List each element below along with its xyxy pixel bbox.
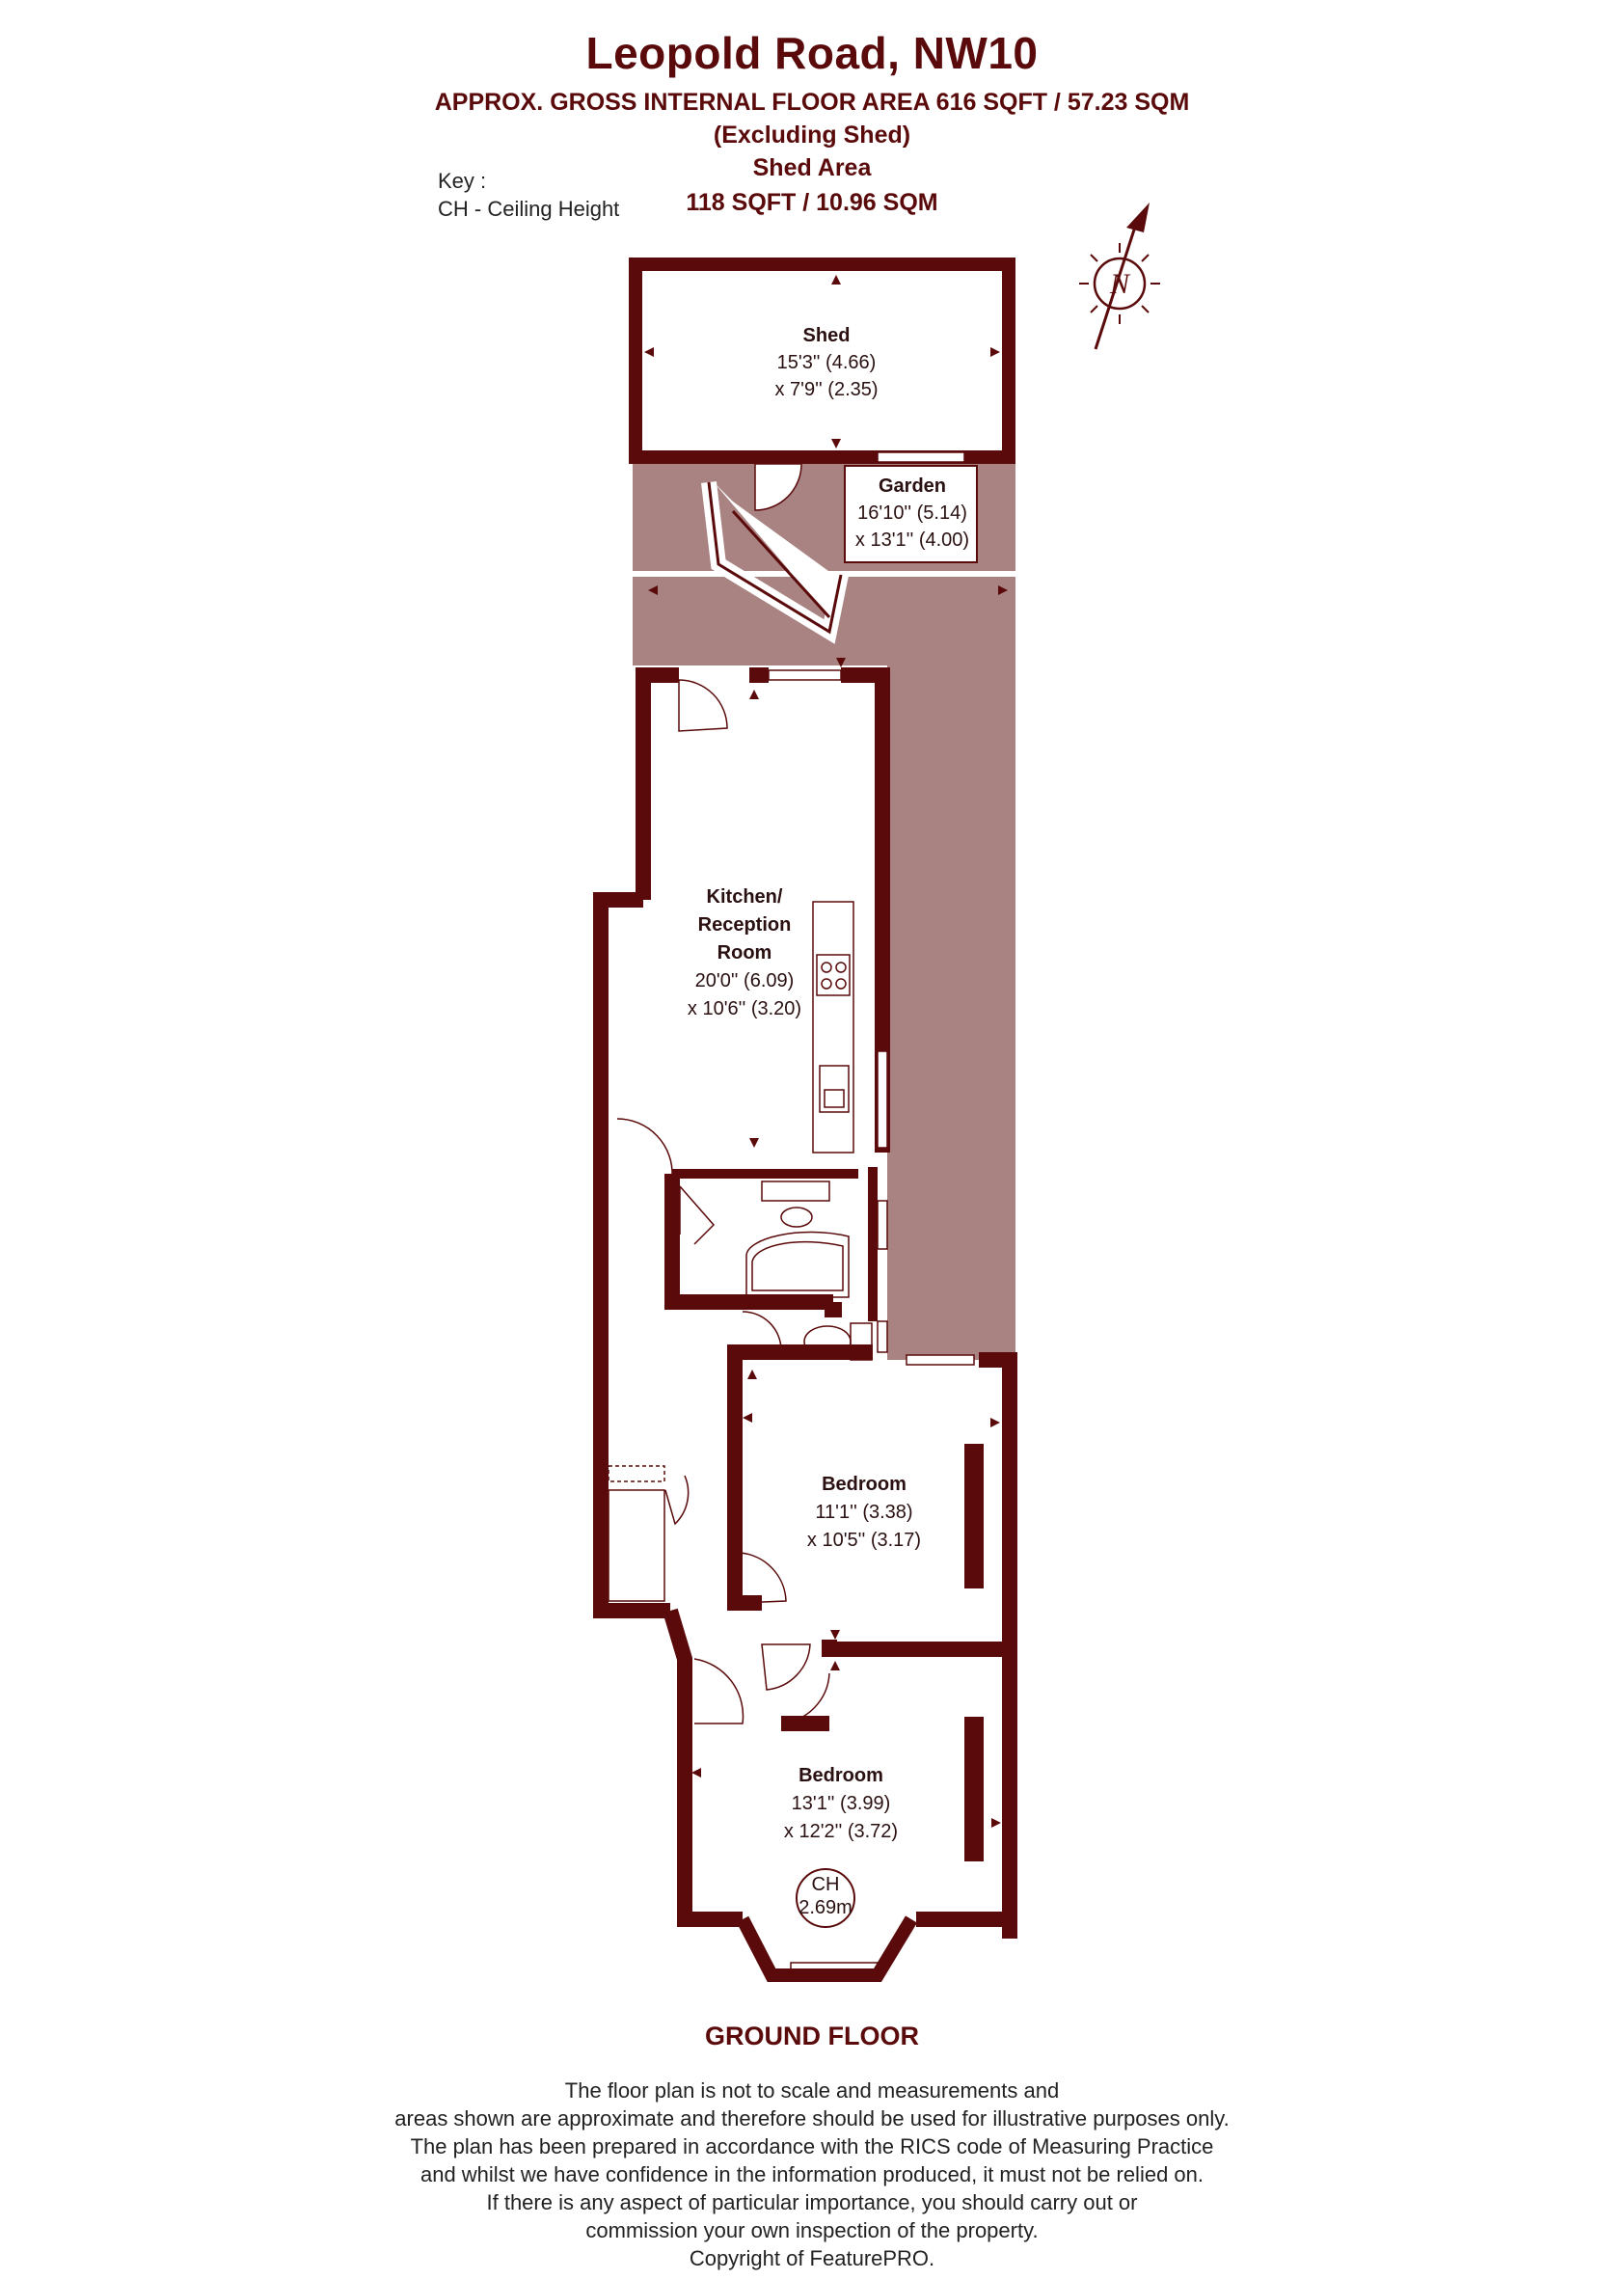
garden-path	[701, 481, 849, 644]
ceiling-value: 2.69m	[798, 1897, 853, 1918]
bedroom1-dim2: x 10'5'' (3.17)	[807, 1530, 921, 1551]
key-ceiling-height: CH - Ceiling Height	[438, 197, 620, 221]
compass-icon: N	[1079, 203, 1160, 350]
doors	[616, 679, 830, 1724]
floor-name: GROUND FLOOR	[705, 2022, 919, 2050]
chimney-breasts	[756, 667, 984, 1861]
garden-name: Garden	[879, 475, 946, 497]
shed-dim1: 15'3'' (4.66)	[777, 352, 877, 373]
shed-area-heading: Shed Area	[752, 154, 872, 181]
ceiling-label: CH	[812, 1874, 840, 1895]
kitchen-dim2: x 10'6'' (3.20)	[688, 998, 801, 1019]
garden-label-box	[844, 465, 978, 563]
disclaimer-line: and whilst we have confidence in the inf…	[420, 2162, 1204, 2186]
bay-window	[736, 1915, 917, 1982]
room-labels: Shed 15'3'' (4.66) x 7'9'' (2.35) Garden…	[688, 325, 969, 1842]
kitchen-units	[812, 901, 854, 1154]
ceiling-height-marker: CH 2.69m	[796, 1868, 855, 1928]
key-heading: Key :	[438, 169, 487, 193]
garden-dim1: 16'10'' (5.14)	[857, 502, 967, 524]
shed-walls	[629, 258, 1015, 511]
garden-dim2: x 13'1'' (4.00)	[855, 529, 969, 551]
kitchen-name-1: Kitchen/	[707, 886, 783, 908]
bedroom1-dim1: 11'1'' (3.38)	[815, 1502, 912, 1523]
plan-title: Leopold Road, NW10	[585, 28, 1039, 78]
bathroom-fixtures	[745, 1181, 873, 1361]
kitchen-dim1: 20'0'' (6.09)	[695, 970, 795, 991]
excluding-shed-note: (Excluding Shed)	[713, 122, 911, 149]
kitchen-name-3: Room	[717, 942, 772, 964]
bedroom1-name: Bedroom	[822, 1474, 907, 1495]
bedroom2-name: Bedroom	[798, 1765, 883, 1786]
disclaimer-line: If there is any aspect of particular imp…	[486, 2190, 1138, 2214]
disclaimer: The floor plan is not to scale and measu…	[0, 2076, 1624, 2272]
hall-cupboard	[608, 1465, 665, 1602]
disclaimer-line: areas shown are approximate and therefor…	[394, 2106, 1230, 2131]
bedroom2-dim2: x 12'2'' (3.72)	[784, 1821, 898, 1842]
shed-name: Shed	[803, 325, 851, 346]
dimension-arrows	[644, 275, 1008, 1828]
gross-area-line: APPROX. GROSS INTERNAL FLOOR AREA 616 SQ…	[434, 89, 1190, 116]
bedroom2-dim1: 13'1'' (3.99)	[792, 1793, 891, 1814]
disclaimer-line: commission your own inspection of the pr…	[585, 2218, 1039, 2242]
copyright: Copyright of FeaturePRO.	[689, 2246, 935, 2270]
disclaimer-line: The floor plan is not to scale and measu…	[564, 2078, 1060, 2103]
shed-dim2: x 7'9'' (2.35)	[774, 379, 878, 400]
disclaimer-line: The plan has been prepared in accordance…	[410, 2134, 1214, 2158]
shed-area-value: 118 SQFT / 10.96 SQM	[686, 189, 938, 216]
kitchen-name-2: Reception	[698, 914, 792, 936]
building-walls	[593, 667, 1017, 1939]
compass-letter: N	[1109, 268, 1131, 300]
